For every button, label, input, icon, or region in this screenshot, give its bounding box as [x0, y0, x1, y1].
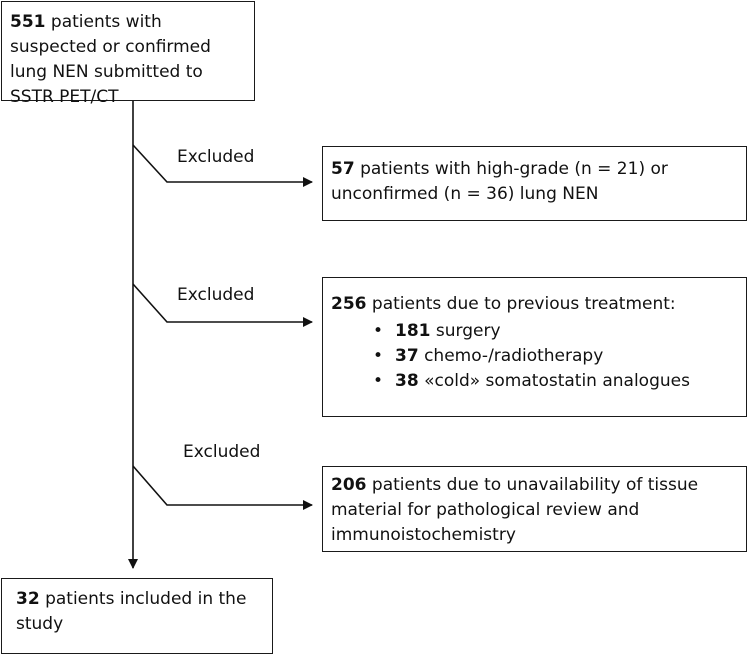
ssa-count: 38 [395, 371, 419, 391]
included-text: patients included in the study [16, 589, 247, 634]
list-item: 38 «cold» somatostatin analogues [373, 369, 738, 394]
enrolled-count: 551 [10, 12, 46, 32]
excluded-1-text: patients with high-grade (n = 21) or unc… [331, 159, 668, 204]
enrolled-text: patients with suspected or confirmed lun… [10, 12, 211, 107]
treatment-list: 181 surgery 37 chemo-/radiotherapy 38 «c… [331, 319, 738, 394]
excluded-box-3: 206 patients due to unavailability of ti… [322, 466, 747, 552]
branch-arrow-1 [132, 144, 313, 187]
ssa-text: «cold» somatostatin analogues [418, 371, 690, 391]
excluded-2-text: patients due to previous treatment: [366, 294, 676, 314]
surgery-count: 181 [395, 321, 431, 341]
chemo-text: chemo-/radiotherapy [418, 346, 604, 366]
excluded-2-count: 256 [331, 294, 367, 314]
list-item: 181 surgery [373, 319, 738, 344]
excluded-1-count: 57 [331, 159, 355, 179]
excluded-label-2: Excluded [177, 285, 255, 305]
branch-arrow-2 [132, 283, 313, 327]
chemo-count: 37 [395, 346, 419, 366]
included-count: 32 [16, 589, 40, 609]
excluded-3-text: patients due to unavailability of tissue… [331, 475, 699, 545]
excluded-3-count: 206 [331, 475, 367, 495]
list-item: 37 chemo-/radiotherapy [373, 344, 738, 369]
excluded-box-2: 256 patients due to previous treatment: … [322, 277, 747, 417]
branch-arrow-3 [132, 465, 313, 510]
excluded-label-1: Excluded [177, 147, 255, 167]
included-patients-box: 32 patients included in the study [1, 578, 273, 654]
surgery-text: surgery [430, 321, 501, 341]
excluded-box-1: 57 patients with high-grade (n = 21) or … [322, 146, 747, 221]
enrolled-patients-box: 551 patients with suspected or confirmed… [1, 1, 255, 107]
excluded-label-3: Excluded [183, 442, 261, 462]
